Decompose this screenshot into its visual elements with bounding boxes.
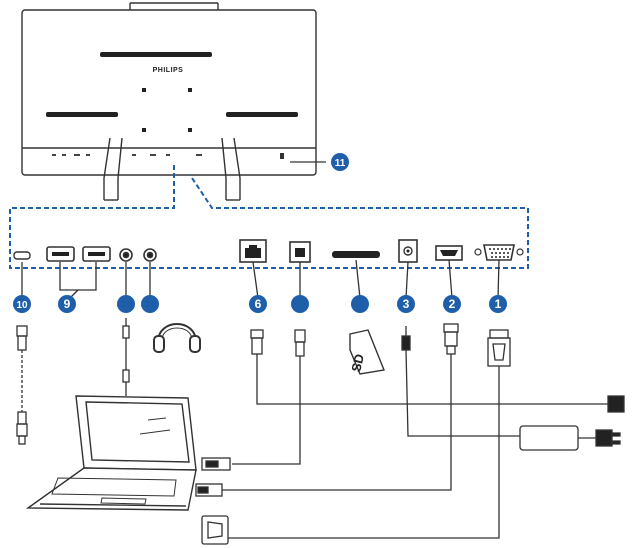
callout-badge-1: 1 bbox=[489, 295, 507, 313]
monitor-stand bbox=[103, 137, 241, 201]
callout-number-6: 6 bbox=[255, 297, 262, 311]
power-adapter-cable bbox=[401, 326, 621, 451]
callout-badge-7 bbox=[141, 295, 159, 313]
audio-jacks bbox=[119, 248, 157, 262]
callout-badge-5 bbox=[291, 295, 309, 313]
micro-usb-port bbox=[13, 251, 31, 260]
usb-ports bbox=[46, 246, 111, 262]
hdmi-port bbox=[435, 245, 463, 261]
monitor-rear bbox=[21, 2, 317, 176]
callout-badge-3: 3 bbox=[397, 295, 415, 313]
callout-badge-4 bbox=[351, 295, 369, 313]
callout-badge-2: 2 bbox=[443, 295, 461, 313]
laptop-icon bbox=[25, 395, 197, 511]
sd-card-icon: SD bbox=[348, 329, 385, 375]
monitor-vents bbox=[46, 52, 298, 117]
micro-usb-cable bbox=[16, 325, 28, 445]
callout-number-1: 1 bbox=[495, 297, 502, 311]
callout-badge-8 bbox=[117, 295, 135, 313]
dc-in-port bbox=[398, 239, 418, 263]
leader-lines bbox=[21, 259, 500, 299]
hdmi-cable bbox=[195, 323, 459, 497]
callout-number-3: 3 bbox=[403, 297, 410, 311]
audio-cable bbox=[122, 318, 130, 396]
kensington-slot bbox=[280, 153, 326, 163]
usb-b-cable bbox=[201, 329, 306, 471]
ethernet-port bbox=[239, 239, 267, 263]
callout-badge-9: 9 bbox=[58, 295, 76, 313]
port-panel-callout bbox=[9, 165, 529, 269]
ethernet-cable bbox=[250, 329, 625, 413]
callout-number-11: 11 bbox=[335, 158, 346, 169]
callout-badge-11: 11 bbox=[331, 153, 349, 171]
usb-b-port bbox=[289, 241, 311, 263]
headphones-icon bbox=[153, 323, 201, 353]
vga-port bbox=[474, 244, 524, 261]
vesa-mount-holes bbox=[142, 88, 192, 132]
sd-card-label: SD bbox=[348, 352, 367, 373]
monitor-brand: PHILIPS bbox=[153, 67, 184, 74]
monitor-port-row bbox=[52, 154, 202, 156]
callout-number-10: 10 bbox=[16, 300, 28, 311]
callout-badge-10: 10 bbox=[13, 295, 31, 313]
callout-badge-6: 6 bbox=[249, 295, 267, 313]
callout-number-2: 2 bbox=[449, 297, 456, 311]
callout-number-9: 9 bbox=[64, 297, 71, 311]
vga-cable bbox=[201, 329, 511, 545]
sd-card-slot bbox=[332, 251, 380, 258]
